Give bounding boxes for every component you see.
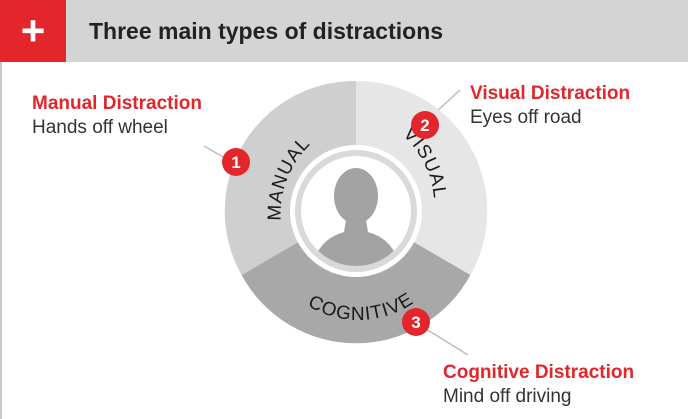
svg-text:3: 3 (411, 313, 420, 332)
person-silhouette-icon (312, 168, 400, 266)
badge-1: 1 (222, 148, 250, 176)
header-title: Three main types of distractions (89, 18, 444, 44)
plus-icon: + (0, 0, 66, 62)
svg-text:1: 1 (231, 153, 240, 172)
visual-callout-title: Visual Distraction (470, 83, 631, 104)
visual-segment (356, 80, 488, 275)
cognitive-callout-title: Cognitive Distraction (443, 362, 635, 383)
cognitive-callout: Cognitive Distraction Mind off driving (443, 361, 634, 409)
cognitive-callout-desc: Mind off driving (443, 386, 572, 407)
manual-callout-title: Manual Distraction (32, 93, 202, 114)
manual-callout-desc: Hands off wheel (32, 117, 168, 138)
left-border (0, 62, 2, 419)
visual-callout-desc: Eyes off road (470, 107, 582, 128)
svg-text:2: 2 (420, 116, 429, 135)
visual-leader-line (435, 89, 461, 113)
header-bar: + Three main types of distractions (0, 0, 688, 62)
manual-callout: Manual Distraction Hands off wheel (32, 92, 202, 140)
inner-circle-border (295, 150, 417, 272)
badge-2: 2 (411, 111, 439, 139)
visual-callout: Visual Distraction Eyes off road (470, 82, 630, 130)
badge-3: 3 (402, 308, 430, 336)
manual-segment (224, 80, 356, 276)
cognitive-leader-line (425, 328, 469, 356)
